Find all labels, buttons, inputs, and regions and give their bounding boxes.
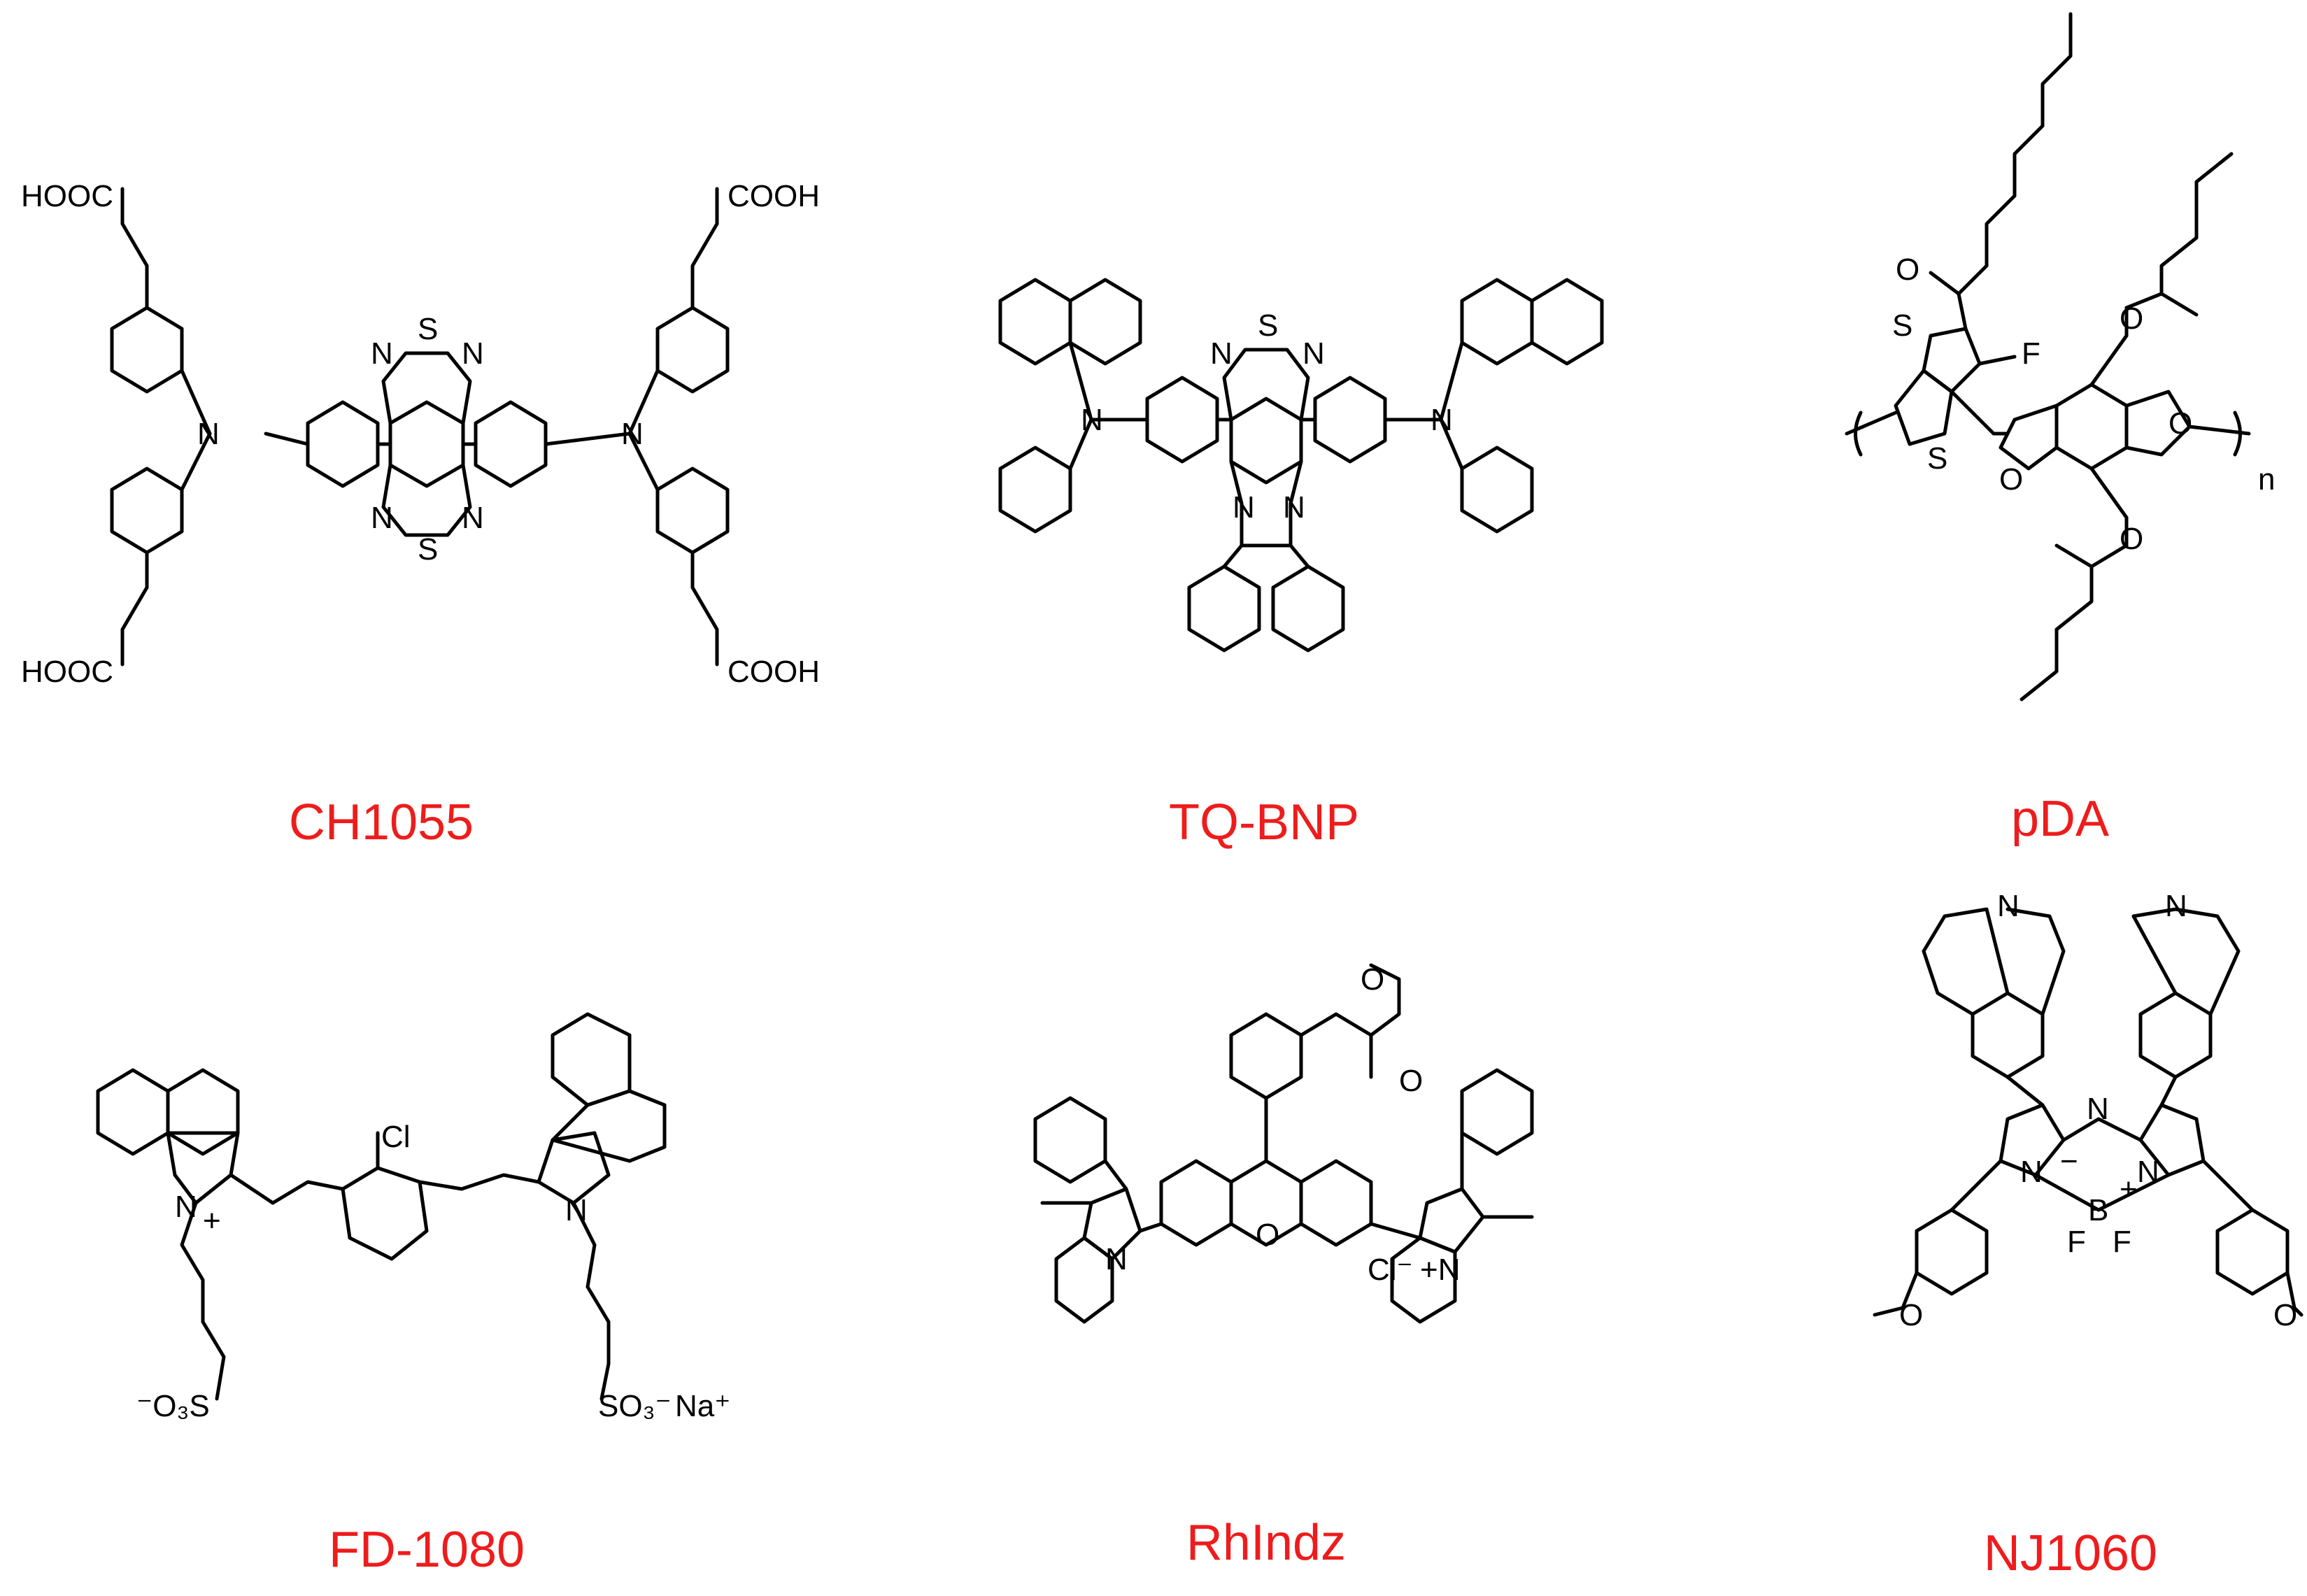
atom-label: O <box>2120 522 2143 556</box>
atom-label: S <box>418 312 438 346</box>
atom-label: N <box>2165 889 2187 923</box>
atom-label: O <box>1896 252 1919 287</box>
atom-label: F <box>2067 1225 2086 1259</box>
atom-label: S <box>1892 308 1912 343</box>
atom-label: F <box>2113 1225 2131 1259</box>
atom-label: O <box>1999 462 2023 497</box>
atom-label: N <box>565 1193 588 1227</box>
atom-label: N <box>371 336 393 371</box>
atom-label: + <box>2120 1172 2138 1206</box>
atom-label: O <box>2273 1298 2297 1332</box>
structure-rhindz: O O N O Cl⁻ +N <box>1033 962 1534 1324</box>
atom-label: N <box>1431 403 1453 437</box>
atom-label: O <box>1899 1298 1923 1332</box>
atom-label: S <box>1927 441 1947 476</box>
atom-label: − <box>2060 1144 2078 1178</box>
atom-label: N <box>621 417 644 451</box>
atom-label: S <box>418 532 438 567</box>
structure-fd-1080: N + Cl N ⁻O₃S SO₃⁻ Na⁺ <box>96 1012 730 1423</box>
atom-label: Cl⁻ <box>1368 1253 1413 1287</box>
atom-label: N <box>1302 336 1325 371</box>
atom-label: O <box>2168 406 2192 441</box>
atom-label: O <box>1399 1064 1423 1098</box>
structure-ch1055: HOOC COOH HOOC COOH N N S N N S N N <box>21 179 820 689</box>
atom-label: + <box>203 1204 221 1238</box>
structure-pda: O F S S O O O O n <box>1845 12 2275 701</box>
compound-name-pda: pDA <box>2010 791 2110 847</box>
structure-nj1060: N N N N − B + N F F O O <box>1873 889 2304 1332</box>
atom-label: N <box>2137 1155 2159 1189</box>
atom-label: O <box>2120 301 2143 336</box>
atom-label: N <box>2087 1092 2109 1126</box>
atom-label: N <box>175 1190 197 1224</box>
atom-label: N <box>1105 1242 1128 1276</box>
compound-name-nj1060: NJ1060 <box>1983 1525 2158 1581</box>
atom-label: Na⁺ <box>675 1389 730 1423</box>
atom-label: N <box>2020 1155 2043 1189</box>
atom-label: B <box>2088 1193 2108 1227</box>
atom-label: N <box>197 417 220 451</box>
atom-label: COOH <box>727 179 820 213</box>
atom-label: N <box>1081 403 1103 437</box>
atom-label: HOOC <box>21 655 113 689</box>
compound-name-fd-1080: FD-1080 <box>328 1522 525 1578</box>
compound-name-tq-bnp: TQ-BNP <box>1168 795 1359 850</box>
structure-tq-bnp: N S N N N N N <box>998 278 1604 653</box>
atom-label: N <box>1210 336 1233 371</box>
atom-label: COOH <box>727 655 820 689</box>
atom-label: Cl <box>381 1120 411 1154</box>
atom-label: S <box>1258 308 1278 343</box>
atom-label: N <box>371 501 393 535</box>
atom-label: ⁻O₃S <box>136 1389 210 1423</box>
atom-label: F <box>2022 336 2040 371</box>
atom-label: O <box>1256 1218 1279 1252</box>
compound-name-ch1055: CH1055 <box>288 795 474 850</box>
atom-label: N <box>462 336 484 371</box>
atom-label: O <box>1361 962 1384 997</box>
atom-label: n <box>2258 462 2275 497</box>
compound-name-rhindz: RhIndz <box>1186 1515 1347 1571</box>
atom-label: SO₃⁻ <box>598 1389 672 1423</box>
atom-label: N <box>462 501 484 535</box>
atom-label: N <box>1283 490 1305 525</box>
atom-label: N <box>1997 889 2019 923</box>
atom-label: N <box>1233 490 1255 525</box>
atom-label: +N <box>1420 1253 1460 1287</box>
atom-label: HOOC <box>21 179 113 213</box>
